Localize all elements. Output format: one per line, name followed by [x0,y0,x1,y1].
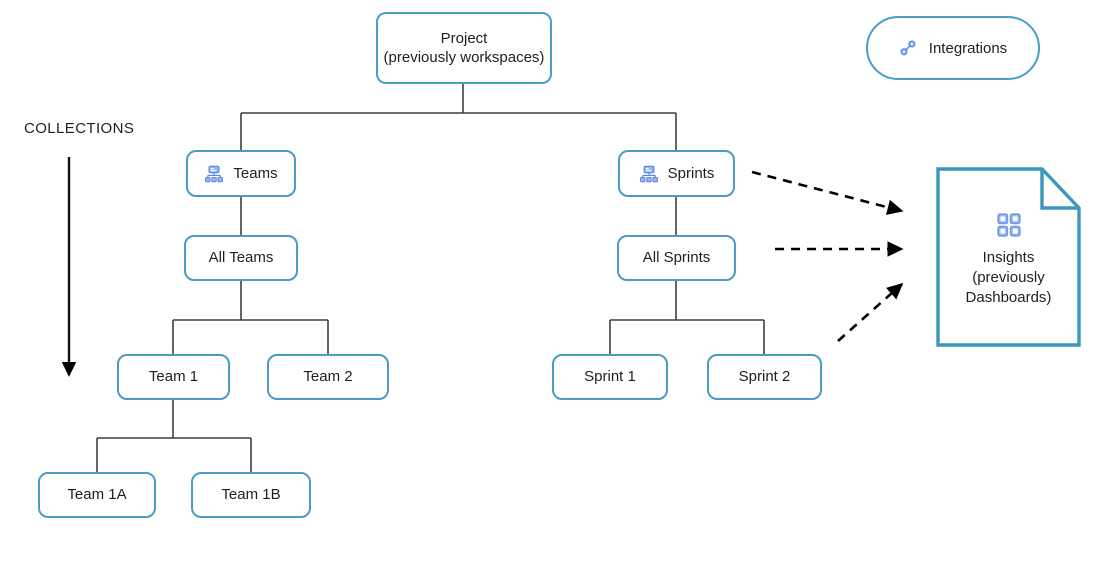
grid-icon [996,212,1022,238]
node-integrations-label: Integrations [928,39,1008,57]
node-sprint-1[interactable]: Sprint 1 [552,354,668,400]
node-all-teams[interactable]: All Teams [184,235,298,281]
node-teams[interactable]: Teams [186,150,296,197]
node-team-1a-label: Team 1A [67,486,127,504]
node-teams-label: Teams [233,164,278,182]
node-team-1b-label: Team 1B [221,486,281,504]
node-team-1a[interactable]: Team 1A [38,472,156,518]
node-team-1-label: Team 1 [148,368,199,386]
node-project[interactable]: Project (previously workspaces) [376,12,552,84]
node-sprints-label: Sprints [667,164,715,182]
hierarchy-icon [204,164,224,184]
node-insights-label: Insights (previously Dashboards) [965,248,1052,307]
node-team-2-label: Team 2 [303,368,353,386]
node-sprint-2[interactable]: Sprint 2 [707,354,822,400]
node-sprint-2-label: Sprint 2 [738,368,791,386]
node-project-label: Project (previously workspaces) [383,29,545,67]
node-team-1b[interactable]: Team 1B [191,472,311,518]
node-all-teams-label: All Teams [208,249,274,267]
node-insights[interactable]: Insights (previously Dashboards) [936,167,1081,347]
node-team-1[interactable]: Team 1 [117,354,230,400]
node-all-sprints-label: All Sprints [642,249,711,267]
hierarchy-icon [639,164,659,184]
link-icon [899,39,917,57]
document-shape [936,167,1081,347]
collections-label: COLLECTIONS [24,120,135,137]
node-sprint-1-label: Sprint 1 [584,368,636,386]
node-integrations[interactable]: Integrations [866,16,1040,80]
node-all-sprints[interactable]: All Sprints [617,235,736,281]
node-sprints[interactable]: Sprints [618,150,735,197]
node-team-2[interactable]: Team 2 [267,354,389,400]
edge-sprints-insights-dashed [751,170,904,215]
edge-sprint2-insights-dashed [837,282,904,342]
